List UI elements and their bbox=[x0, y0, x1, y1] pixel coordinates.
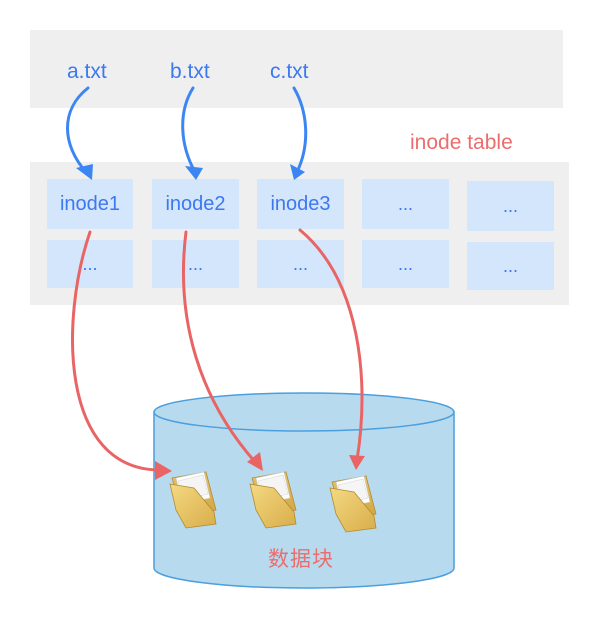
arrow-inode3-to-block bbox=[298, 228, 364, 462]
inode-cell-2: inode2 bbox=[152, 179, 239, 229]
inode-table-title: inode table bbox=[410, 131, 513, 154]
data-block-title: 数据块 bbox=[268, 548, 334, 571]
inode-cell-10: ... bbox=[467, 242, 554, 290]
arrowhead-inode1 bbox=[76, 164, 93, 180]
inode-cell-3: inode3 bbox=[257, 179, 344, 229]
file-arrowheads bbox=[76, 164, 305, 180]
file-label-b: b.txt bbox=[170, 60, 210, 83]
inode-cell-1: inode1 bbox=[47, 179, 133, 229]
arrow-a-to-inode1 bbox=[66, 86, 90, 174]
arrow-inode2-to-block bbox=[182, 230, 258, 465]
arrowhead-block-2 bbox=[247, 452, 263, 471]
arrow-c-to-inode3 bbox=[292, 86, 308, 174]
folder-icon bbox=[329, 475, 377, 533]
file-to-inode-arrows bbox=[66, 86, 308, 174]
arrowhead-block-1 bbox=[155, 461, 172, 480]
arrowhead-inode3 bbox=[290, 164, 305, 180]
inode-cell-7: ... bbox=[152, 240, 239, 288]
file-label-c: c.txt bbox=[270, 60, 309, 83]
inode-cell-9: ... bbox=[362, 240, 449, 288]
data-block-cylinder bbox=[153, 392, 455, 589]
inode-to-block-arrows bbox=[71, 228, 364, 472]
block-arrowheads bbox=[155, 452, 365, 480]
folder-icon bbox=[169, 471, 217, 529]
arrowhead-inode2 bbox=[185, 166, 203, 180]
inode-cell-6: ... bbox=[47, 240, 133, 288]
folder-icon bbox=[249, 471, 297, 529]
inode-cell-5: ... bbox=[467, 181, 554, 231]
inode-cell-4: ... bbox=[362, 179, 449, 229]
arrow-b-to-inode2 bbox=[181, 86, 197, 174]
file-label-a: a.txt bbox=[67, 60, 107, 83]
arrow-inode1-to-block bbox=[71, 230, 162, 472]
arrowhead-block-3 bbox=[349, 455, 365, 470]
